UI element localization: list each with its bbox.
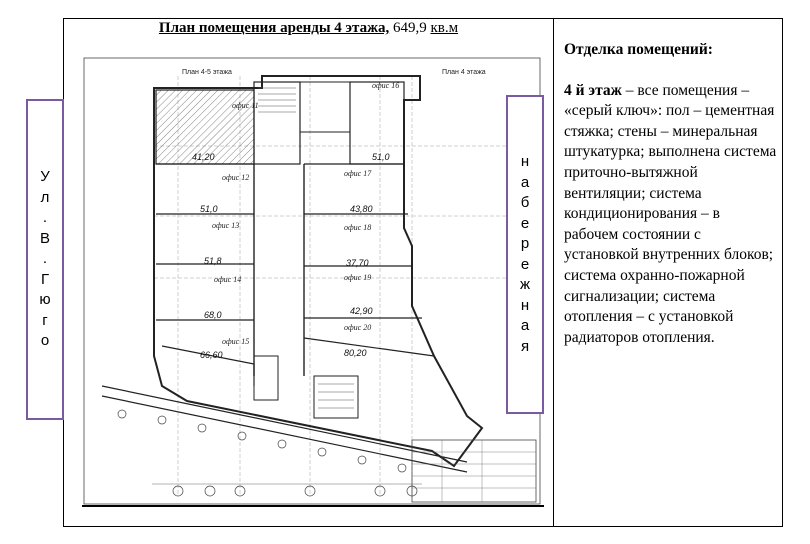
- office-label: офис 18: [344, 223, 371, 232]
- office-label: офис 15: [222, 337, 249, 346]
- street-right-char: б: [520, 194, 530, 211]
- floor-plan: План 4-5 этажа План 4 этажа офис 11 41,20…: [83, 57, 541, 505]
- street-right-char: н: [520, 296, 530, 314]
- street-right-char: я: [520, 337, 530, 355]
- office-label: офис 11: [232, 101, 259, 110]
- office-label: офис 13: [212, 221, 239, 230]
- office-area: 51,8: [204, 256, 222, 266]
- office-area: 42,90: [350, 306, 373, 316]
- office-label: офис 16: [372, 81, 399, 90]
- plan-bottom-rule: [82, 505, 544, 507]
- street-right-char: н: [520, 153, 530, 170]
- office-area: 51,0: [372, 152, 390, 162]
- street-left-char: о: [40, 332, 50, 350]
- street-left-char: л: [40, 188, 50, 206]
- office-label: офис 19: [344, 273, 371, 282]
- title-area-value: 649,9: [392, 20, 427, 36]
- street-right-char: а: [520, 317, 530, 334]
- street-left-char: У: [40, 168, 50, 186]
- street-right-char: а: [520, 173, 530, 191]
- description-heading: Отделка помещений:: [564, 41, 713, 58]
- street-right-char: р: [520, 235, 530, 252]
- office-label: офис 20: [344, 323, 371, 332]
- page-title: План помещения аренды 4 этажа, 649,9 кв.…: [64, 20, 553, 37]
- street-left-char: В: [39, 229, 50, 247]
- office-area: 51,0: [200, 204, 218, 214]
- plan-caption-left: План 4-5 этажа: [182, 69, 232, 76]
- column-divider: [553, 18, 554, 527]
- description-body: 4 й этаж – все помещения – «серый ключ»:…: [564, 81, 778, 349]
- office-area: 80,20: [344, 348, 367, 358]
- office-area: 68,0: [204, 310, 222, 320]
- office-area: 66,60: [200, 350, 223, 360]
- office-label: офис 14: [214, 275, 241, 284]
- description-text: – все помещения – «серый ключ»: пол – це…: [564, 81, 777, 346]
- street-right-char: ж: [519, 276, 531, 293]
- street-left-char: Г: [40, 270, 50, 288]
- street-right-char: е: [520, 214, 530, 232]
- street-left-char: г: [42, 311, 48, 329]
- description-floor: 4 й этаж: [564, 81, 622, 99]
- title-area-unit: кв.м: [430, 20, 459, 36]
- street-left-char: .: [42, 209, 48, 227]
- office-label: офис 17: [344, 169, 372, 178]
- office-area: 37,70: [346, 258, 369, 268]
- office-area: 43,80: [350, 204, 373, 214]
- plan-caption-right: План 4 этажа: [442, 69, 486, 76]
- street-left-char: .: [42, 250, 48, 268]
- street-right-char: е: [520, 255, 530, 273]
- title-bold: План помещения аренды 4 этажа,: [158, 20, 390, 36]
- street-left-char: ю: [39, 291, 51, 309]
- office-label: офис 12: [222, 173, 249, 182]
- finishing-description: Отделка помещений: 4 й этаж – все помеще…: [564, 40, 778, 348]
- office-area: 41,20: [192, 152, 215, 162]
